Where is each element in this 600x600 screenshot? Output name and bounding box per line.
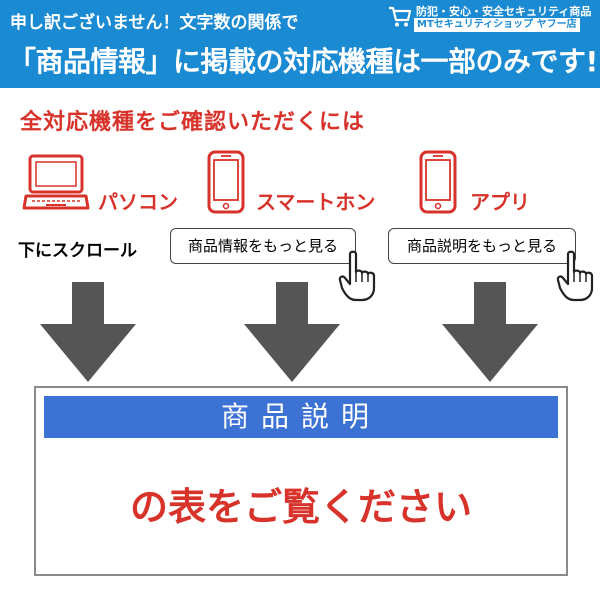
store-name: MTセキュリティショップ ヤフー店: [414, 18, 580, 32]
banner-apology-text: 申し訳ございません！文字数の関係で: [10, 13, 299, 33]
top-banner: 申し訳ございません！文字数の関係で 「商品情報」に掲載の対応機種は一部のみです!…: [0, 0, 600, 88]
store-logo[interactable]: 防犯・安心・安全セキュリティ商品 MTセキュリティショップ ヤフー店: [388, 3, 596, 33]
product-description-box: 商品説明 の表をご覧ください: [34, 386, 568, 576]
store-tagline: 防犯・安心・安全セキュリティ商品: [416, 5, 592, 18]
device-label-smartphone: スマートホン: [256, 190, 376, 214]
banner-headline: 「商品情報」に掲載の対応機種は一部のみです!: [8, 45, 598, 78]
laptop-icon: [22, 154, 90, 210]
down-arrow-icon: [40, 282, 136, 382]
section-subtitle: 全対応機種をご確認いただくには: [20, 110, 366, 135]
down-arrow-icon: [244, 282, 340, 382]
device-label-app: アプリ: [470, 190, 530, 214]
pointing-hand-icon: [338, 250, 376, 302]
pointing-hand-icon: [556, 250, 594, 302]
shopping-cart-icon: [389, 6, 412, 27]
product-description-message: の表をご覧ください: [129, 485, 472, 529]
more-product-info-button[interactable]: 商品情報をもっと見る: [170, 228, 356, 264]
device-label-pc: パソコン: [98, 190, 178, 214]
scroll-down-hint: 下にスクロール: [18, 241, 137, 261]
product-description-title: 商品説明: [44, 396, 558, 438]
app-smartphone-icon: [419, 150, 457, 214]
more-product-description-button[interactable]: 商品説明をもっと見る: [388, 228, 576, 264]
smartphone-icon: [207, 150, 245, 214]
down-arrow-icon: [442, 282, 538, 382]
